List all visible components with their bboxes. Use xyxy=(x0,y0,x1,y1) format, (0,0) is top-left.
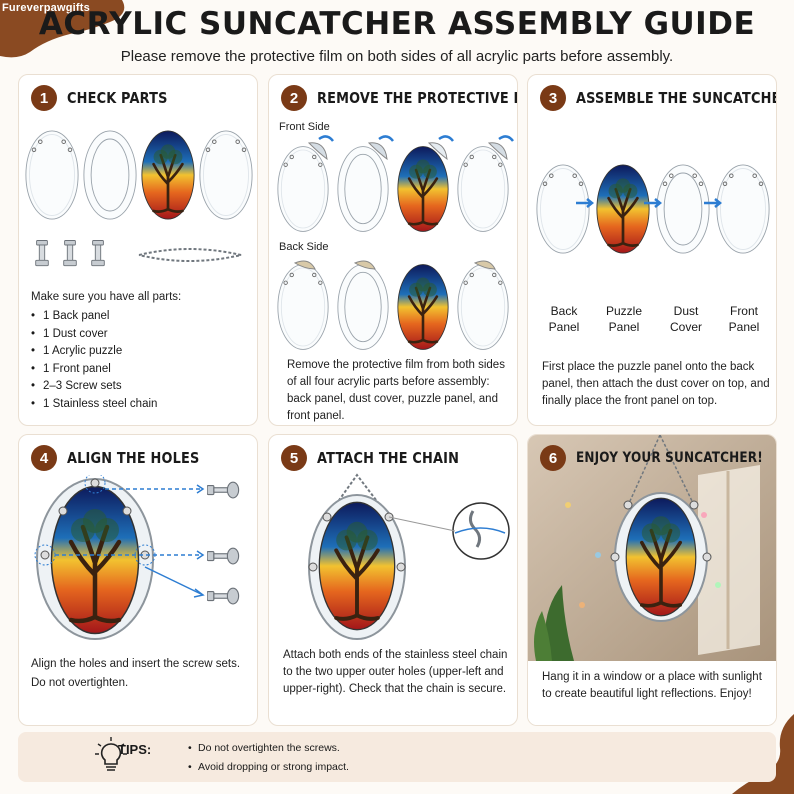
step-card-1: 1 CHECK PARTS Make sure you have all par… xyxy=(18,74,258,426)
step-title: ALIGN THE HOLES xyxy=(67,449,200,467)
step-title: REMOVE THE PROTECTIVE FILM xyxy=(317,89,517,107)
tips-label: TIPS: xyxy=(118,742,152,757)
brand-name: Fureverpawgifts xyxy=(2,2,90,14)
arrow-icon xyxy=(576,198,595,208)
window-photo-illustration xyxy=(528,435,776,661)
parts-list: 1 Back panel 1 Dust cover 1 Acrylic puzz… xyxy=(31,308,157,413)
align-holes-illustration xyxy=(34,475,240,640)
step-header: 2 REMOVE THE PROTECTIVE FILM xyxy=(281,85,517,111)
screw-icon xyxy=(35,240,49,267)
attach-chain-illustration xyxy=(308,473,510,640)
step-description: First place the puzzle panel onto the ba… xyxy=(542,361,770,407)
list-item: 1 Stainless steel chain xyxy=(31,396,157,414)
step-number: 3 xyxy=(540,85,566,111)
page-subtitle: Please remove the protective film on bot… xyxy=(120,48,674,65)
part-label-dust: Dust Cover xyxy=(669,304,702,334)
list-item: 2–3 Screw sets xyxy=(31,378,157,396)
panels-illustration xyxy=(25,129,253,221)
step-title: ENJOY YOUR SUNCATCHER! xyxy=(576,450,763,466)
list-item: 1 Dust cover xyxy=(31,326,157,344)
part-label-back: Back Panel xyxy=(548,304,580,334)
step-title: ATTACH THE CHAIN xyxy=(317,449,460,467)
step-card-4: 4 ALIGN THE HOLES Align the holes and in… xyxy=(18,434,258,726)
step-description: Attach both ends of the stainless steel … xyxy=(283,649,508,695)
step-header: 1 CHECK PARTS xyxy=(31,85,184,111)
arrow-icon xyxy=(318,135,334,142)
part-label-puzzle: Puzzle Panel xyxy=(605,304,643,334)
front-film-illustration xyxy=(277,135,514,233)
front-side-label: Front Side xyxy=(279,121,330,133)
lightbulb-icon xyxy=(95,737,127,771)
tips-list: Do not overtighten the screws. Avoid dro… xyxy=(188,739,349,777)
corner-blob-decoration xyxy=(732,714,794,794)
chain-icon xyxy=(138,248,242,262)
screws-chain-illustration xyxy=(35,240,242,267)
step-header: 5 ATTACH THE CHAIN xyxy=(281,445,482,471)
step-header: 6 ENJOY YOUR SUNCATCHER! xyxy=(540,445,776,471)
list-item: 1 Back panel xyxy=(31,308,157,326)
step-number: 4 xyxy=(31,445,57,471)
page-title: ACRYLIC SUNCATCHER ASSEMBLY GUIDE xyxy=(38,6,756,42)
step-title: CHECK PARTS xyxy=(67,89,168,107)
step-description: Hang it in a window or a place with sunl… xyxy=(542,671,762,700)
step-card-3: 3 ASSEMBLE THE SUNCATCHER Back Panel Puz… xyxy=(527,74,777,426)
step-description: Align the holes and insert the screw set… xyxy=(31,658,241,689)
list-item: Avoid dropping or strong impact. xyxy=(188,758,349,777)
step-header: 3 ASSEMBLE THE SUNCATCHER xyxy=(540,85,777,111)
part-label-front: Front Panel xyxy=(728,304,760,334)
step-number: 2 xyxy=(281,85,307,111)
brand-blob-decoration xyxy=(0,0,125,58)
back-film-illustration xyxy=(277,260,509,351)
screw-icon xyxy=(207,481,240,499)
step-card-2: 2 REMOVE THE PROTECTIVE FILM Front Side … xyxy=(268,74,518,426)
list-item: 1 Acrylic puzzle xyxy=(31,343,157,361)
parts-intro: Make sure you have all parts: xyxy=(31,291,182,303)
tips-bar xyxy=(18,732,776,782)
list-item: Do not overtighten the screws. xyxy=(188,739,349,758)
step-number: 1 xyxy=(31,85,57,111)
step-header: 4 ALIGN THE HOLES xyxy=(31,445,221,471)
step-card-5: 5 ATTACH THE CHAIN Attach both ends of t… xyxy=(268,434,518,726)
step-description: Remove the protective film from both sid… xyxy=(287,359,505,422)
step-title: ASSEMBLE THE SUNCATCHER xyxy=(576,89,777,107)
step-number: 6 xyxy=(540,445,566,471)
step-number: 5 xyxy=(281,445,307,471)
assembly-illustration xyxy=(536,129,770,293)
list-item: 1 Front panel xyxy=(31,361,157,379)
step-card-6: 6 ENJOY YOUR SUNCATCHER! Hang it in a wi… xyxy=(527,434,777,726)
back-side-label: Back Side xyxy=(279,241,329,253)
